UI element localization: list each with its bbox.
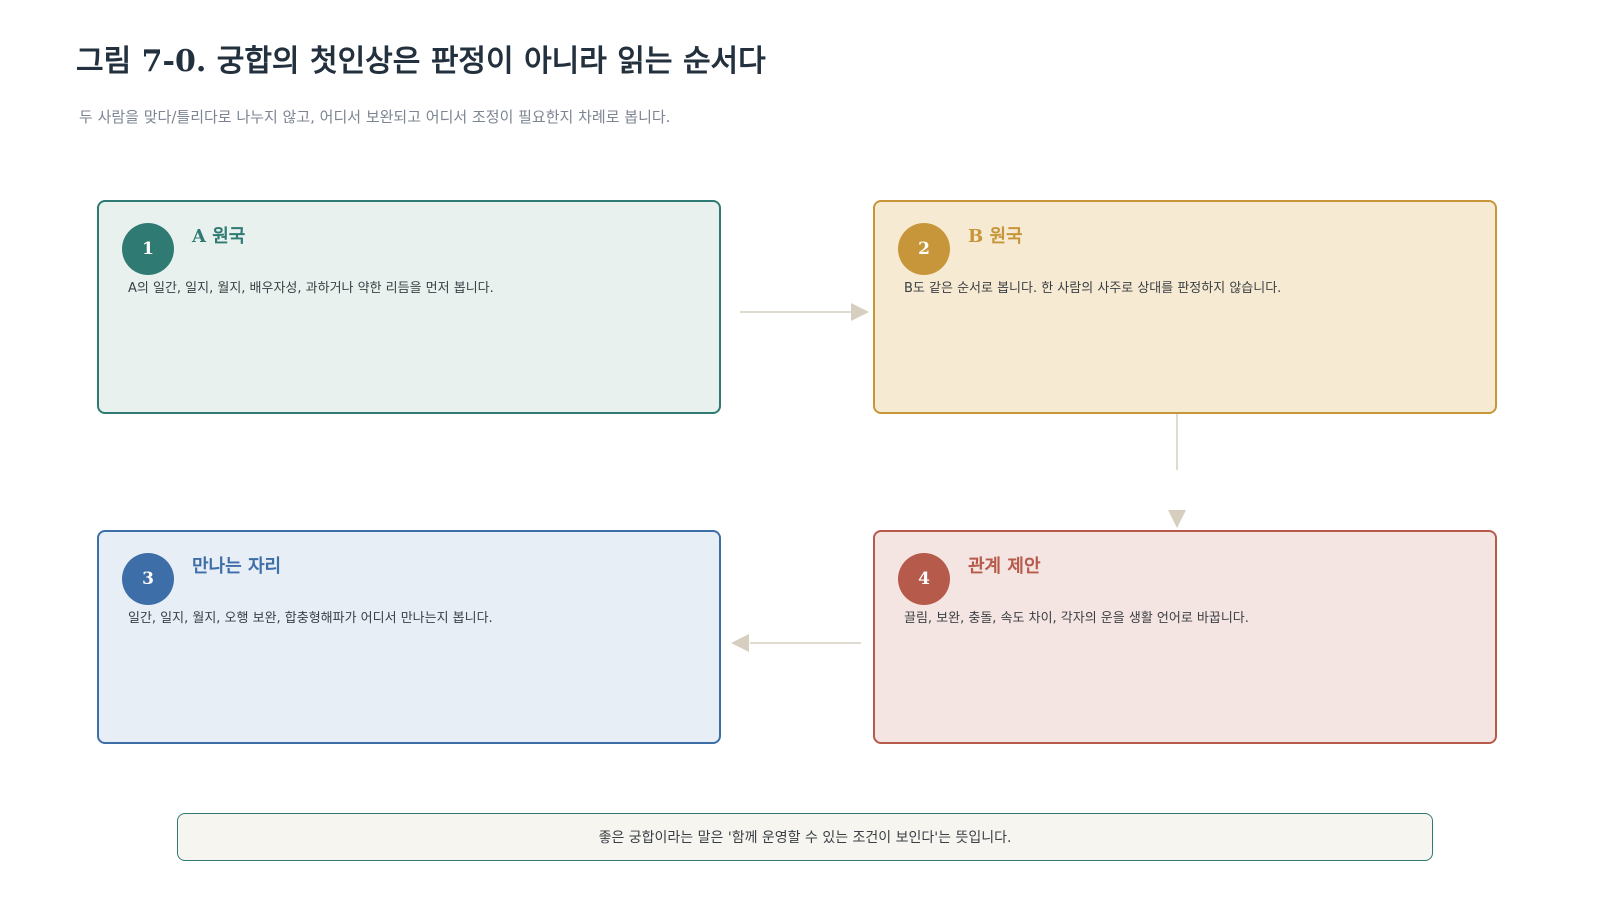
arrow-1-to-2-head <box>851 303 869 321</box>
step-card-meeting-point: 3 만나는 자리 일간, 일지, 월지, 오행 보완, 합충형해파가 어디서 만… <box>97 530 721 744</box>
step-number-badge: 2 <box>898 223 950 275</box>
step-card-a-chart: 1 A 원국 A의 일간, 일지, 월지, 배우자성, 과하거나 약한 리듬을 … <box>97 200 721 414</box>
step-title: B 원국 <box>968 226 1023 247</box>
step-card-relationship-suggestion: 4 관계 제안 끌림, 보완, 충돌, 속도 차이, 각자의 운을 생활 언어로… <box>873 530 1497 744</box>
arrow-2-to-4-head <box>1168 510 1186 528</box>
figure-title: 그림 7-0. 궁합의 첫인상은 판정이 아니라 읽는 순서다 <box>76 44 766 79</box>
step-description: B도 같은 순서로 봅니다. 한 사람의 사주로 상대를 판정하지 않습니다. <box>904 281 1282 296</box>
figure-subtitle: 두 사람을 맞다/틀리다로 나누지 않고, 어디서 보완되고 어디서 조정이 필… <box>79 108 671 126</box>
step-description: A의 일간, 일지, 월지, 배우자성, 과하거나 약한 리듬을 먼저 봅니다. <box>128 281 494 296</box>
step-title: A 원국 <box>192 226 246 247</box>
step-description: 일간, 일지, 월지, 오행 보완, 합충형해파가 어디서 만나는지 봅니다. <box>128 611 493 626</box>
step-number-badge: 4 <box>898 553 950 605</box>
step-description: 끌림, 보완, 충돌, 속도 차이, 각자의 운을 생활 언어로 바꿉니다. <box>904 611 1249 626</box>
step-number-badge: 1 <box>122 223 174 275</box>
arrow-4-to-3-head <box>731 634 749 652</box>
step-card-b-chart: 2 B 원국 B도 같은 순서로 봅니다. 한 사람의 사주로 상대를 판정하지… <box>873 200 1497 414</box>
step-title: 관계 제안 <box>968 556 1041 577</box>
step-number-badge: 3 <box>122 553 174 605</box>
summary-note: 좋은 궁합이라는 말은 '함께 운영할 수 있는 조건이 보인다'는 뜻입니다. <box>177 813 1433 861</box>
step-title: 만나는 자리 <box>192 556 282 577</box>
